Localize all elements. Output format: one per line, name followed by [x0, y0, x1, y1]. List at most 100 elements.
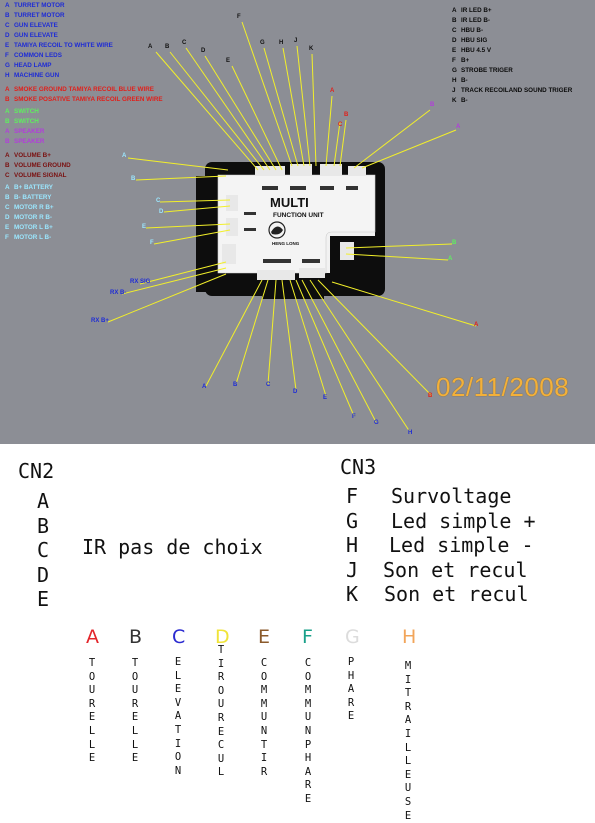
column-vertical-text: TIR OU RECUL: [217, 644, 225, 779]
legend-key: K: [452, 97, 457, 104]
legend-key: B: [5, 138, 10, 145]
column-vertical-text: COMMUN TIR: [260, 657, 268, 778]
cn3-pin-function: Survoltage: [391, 484, 512, 508]
board-subtitle: FUNCTION UNIT: [273, 212, 324, 219]
cn2-description: IR pas de choix: [82, 535, 263, 559]
pin-top-e: E: [226, 58, 231, 64]
legend-key: A: [5, 152, 10, 159]
legend-key: B: [5, 194, 10, 201]
legend-text: MOTOR R B-: [14, 214, 53, 221]
control-board: [196, 162, 385, 299]
legend-text: MOTOR R B+: [14, 204, 54, 211]
left-legend-item: E MOTOR L B+: [5, 223, 53, 233]
legend-key: H: [452, 77, 457, 84]
legend-key: A: [5, 108, 10, 115]
left-legend-item: A VOLUME B+: [5, 151, 51, 161]
pin-bottom-h: H: [408, 430, 413, 436]
legend-text: STROBE TRIGER: [461, 67, 513, 74]
legend-key: G: [452, 67, 457, 74]
legend-text: SWITCH: [14, 118, 39, 125]
pin-bottom-d: D: [293, 389, 298, 395]
pin-top-j: J: [294, 38, 298, 44]
legend-text: B-: [461, 97, 468, 104]
legend-key: H: [5, 72, 10, 79]
pin-bottom-a: A: [202, 384, 207, 390]
pin-left-c: C: [156, 198, 161, 204]
right-legend-item: C HBU B-: [452, 26, 483, 36]
pin-top-h: H: [279, 40, 284, 46]
cn3-pin-function: Led simple +: [391, 508, 536, 533]
column-letter: F: [302, 626, 313, 648]
left-legend-item: D GUN ELEVATE: [5, 31, 58, 41]
right-legend-item: K B-: [452, 96, 468, 106]
column-letter: H: [402, 626, 417, 648]
legend-text: HEAD LAMP: [14, 62, 52, 69]
cn2-pin-letter: D: [37, 562, 50, 587]
legend-key: D: [5, 32, 10, 39]
pin-left-b: B: [131, 176, 136, 182]
pin-bottom-g: G: [374, 420, 379, 426]
pin-top-f: F: [237, 14, 241, 20]
column-vertical-text: PHARE: [347, 656, 355, 723]
column-letter: A: [86, 626, 99, 648]
pin-top-d: D: [201, 48, 206, 54]
cn3-pin-letter: H: [346, 533, 359, 557]
legend-text: TURRET MOTOR: [14, 12, 65, 19]
column-letter: B: [129, 626, 143, 648]
legend-text: VOLUME GROUND: [14, 162, 71, 169]
legend-text: GUN ELEVATE: [14, 32, 58, 39]
legend-text: SPEAKER: [14, 128, 45, 135]
pin-left-a: A: [122, 153, 127, 159]
left-legend-item: H MACHINE GUN: [5, 71, 59, 81]
pin-bottom-c: C: [266, 382, 271, 388]
legend-key: A: [5, 86, 10, 93]
legend-text: COMMON LEDS: [14, 52, 62, 59]
cn2-pin-letter: C: [37, 538, 50, 562]
cn3-title: CN3: [340, 455, 377, 479]
legend-text: IR LED B-: [461, 17, 491, 24]
legend-key: A: [452, 7, 457, 14]
legend-text: HBU B-: [461, 27, 484, 34]
column-letter: D: [215, 626, 230, 648]
cn3-pin-function: Led simple -: [389, 533, 534, 557]
legend-text: TRACK RECOILAND SOUND TRIGER: [461, 87, 573, 94]
legend-key: C: [452, 27, 457, 34]
legend-text: MACHINE GUN: [14, 72, 60, 79]
pin-left-f: F: [150, 240, 154, 246]
column-vertical-text: TOURELLE: [131, 657, 139, 765]
left-legend-item: F COMMON LEDS: [5, 51, 62, 61]
column-vertical-text: MITRAILLEUSE: [404, 660, 412, 822]
legend-text: MOTOR L B+: [14, 224, 53, 231]
legend-key: B: [5, 96, 10, 103]
pin-rx-bplus: RX B+: [91, 318, 109, 324]
column-letter: E: [258, 626, 271, 648]
legend-key: E: [5, 224, 10, 231]
legend-text: VOLUME B+: [14, 152, 51, 159]
pin-speaker-a: A: [456, 124, 461, 130]
legend-text: MOTOR L B-: [14, 234, 52, 241]
pin-top-c: C: [182, 40, 187, 46]
cn3-pin-function: Son et recul: [383, 557, 528, 582]
cn2-pin-letter: A: [37, 489, 50, 513]
legend-key: C: [5, 172, 10, 179]
legend-key: F: [5, 52, 9, 59]
legend-text: SMOKE POSATIVE TAMIYA RECOIL GREEN WIRE: [14, 96, 163, 103]
cn3-pin-letter: F: [346, 484, 359, 508]
pin-bottom-b: B: [233, 382, 238, 388]
legend-key: D: [452, 37, 457, 44]
